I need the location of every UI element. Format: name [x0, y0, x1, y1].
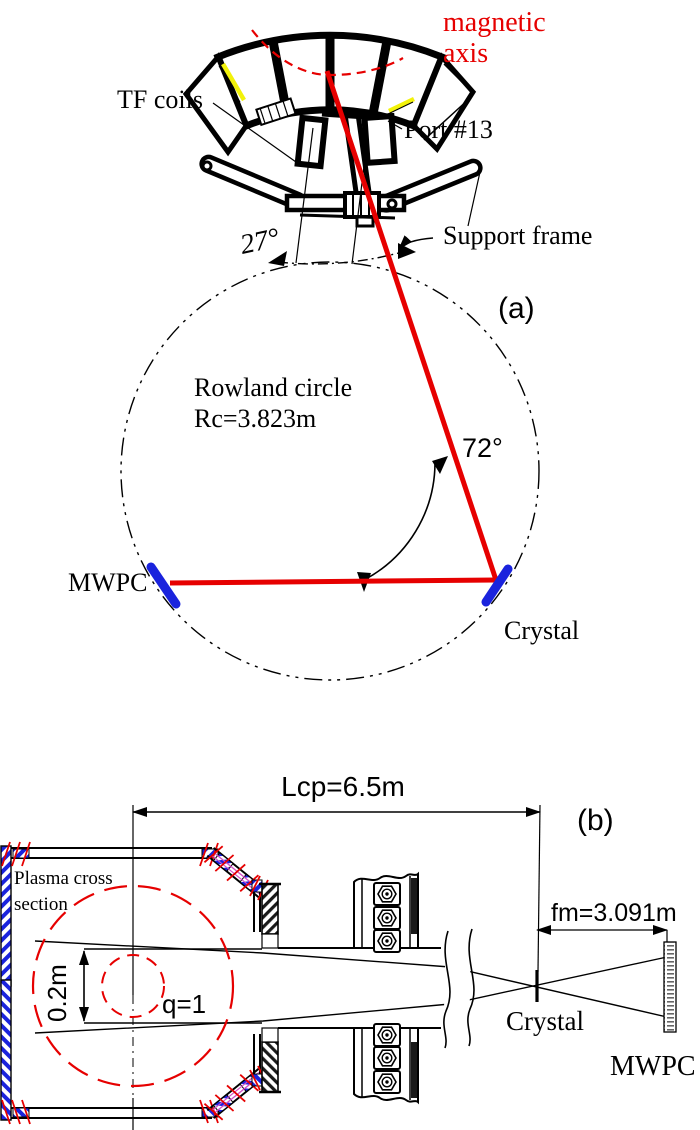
- angle-27-label: 27°: [237, 222, 282, 260]
- frame-pivot-hole: [386, 198, 398, 210]
- centerline: [132, 804, 541, 1130]
- mwpc-label-a: MWPC: [68, 568, 147, 597]
- plasma-boundary-circle: [31, 884, 235, 1088]
- rowland-circle: [120, 261, 540, 681]
- angle-72-arrow-top: [432, 456, 448, 474]
- angle-72-arc: [363, 462, 436, 581]
- mwpc-label-b: MWPC: [610, 1051, 696, 1082]
- tf-coils-leader: [212, 102, 297, 163]
- crystal-extension-line: [537, 804, 541, 973]
- lcp-label: Lcp=6.5m: [281, 771, 405, 802]
- port-leader: [387, 120, 403, 130]
- beam-line-plasma-to-crystal: [324, 70, 499, 581]
- angle-72-label: 72°: [462, 433, 503, 463]
- sight-line-rays: [34, 940, 668, 1034]
- panel-a-tag: (a): [498, 292, 535, 325]
- mwpc-detector-bar: [146, 562, 181, 609]
- support-frame: [199, 154, 483, 228]
- panel-b-side-view: Lcp=6.5m (b) 0.2m q=1: [0, 771, 696, 1130]
- mwpc-detector-b: [663, 941, 677, 1033]
- angle-27-arc: [277, 250, 407, 265]
- flange-and-valve-top: [259, 871, 419, 953]
- panel-b-tag: (b): [577, 804, 614, 837]
- tf-end-edge-line: [443, 63, 469, 89]
- coil-yellow-mark-edges: [218, 65, 414, 115]
- angle-27-arrow-left: [268, 251, 287, 266]
- crystal-label-a: Crystal: [504, 616, 579, 645]
- tf-coils-label: TF coils: [117, 85, 203, 114]
- magnetic-axis-label-line2: axis: [443, 38, 488, 69]
- tf-end-coil-right: [411, 52, 477, 153]
- rowland-circle-label-line2: Rc=3.823m: [194, 404, 316, 433]
- flange-and-valve-bottom: [259, 1024, 418, 1102]
- vessel-wall-top: [0, 841, 269, 987]
- crystal-label-b: Crystal: [506, 1006, 584, 1036]
- fm-label: fm=3.091m: [551, 899, 677, 927]
- pipe-break-curve: [467, 928, 475, 1047]
- crystal-bar: [481, 564, 513, 607]
- support-frame-leader: [467, 171, 481, 227]
- support-frame-curved-arrow: [398, 235, 434, 250]
- panel-a-top-view: magnetic axis TF coils Port #13 Support …: [68, 7, 592, 681]
- channel-wall: [355, 113, 372, 193]
- q1-label: q=1: [162, 989, 206, 1019]
- plasma-cross-section-label-line1: Plasma cross: [14, 868, 113, 889]
- plasma-cross-section-label-line2: section: [14, 894, 68, 915]
- tf-spoke: [368, 40, 392, 115]
- port-structures: [294, 109, 398, 193]
- frame-pivot-hole: [201, 160, 213, 172]
- chord-width-label: 0.2m: [42, 964, 72, 1022]
- angle-27-arrow-right: [398, 243, 416, 259]
- beam-line-crystal-to-mwpc: [169, 577, 497, 586]
- angle-27-construction-lines: [212, 102, 481, 265]
- pipe-break-mask: [443, 927, 471, 1049]
- q1-surface-circle: [101, 954, 165, 1018]
- coil-yellow-marks: [221, 62, 415, 114]
- port-13-label: Port #13: [404, 115, 493, 144]
- magnetic-axis-label-line1: magnetic: [443, 7, 546, 38]
- coil-feed-stack: [255, 97, 297, 127]
- vessel-angled-port: [203, 845, 266, 898]
- port-box-13: [361, 112, 398, 167]
- pipe-break-curve: [443, 930, 451, 1049]
- tf-end-edge-line: [423, 97, 471, 141]
- support-frame-label: Support frame: [443, 221, 592, 250]
- rowland-circle-label-line1: Rowland circle: [194, 373, 352, 402]
